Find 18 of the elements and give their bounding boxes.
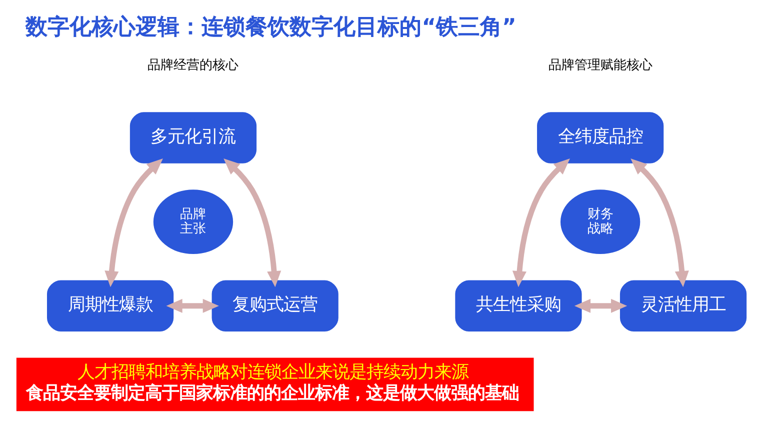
arrow [512, 158, 570, 287]
node-box: 全纬度品控 [537, 112, 664, 163]
node-box: 共生性采购 [455, 280, 582, 331]
arrow [104, 158, 163, 287]
label: 品牌经营的核心 [148, 58, 239, 73]
node-box: 复购式运营 [212, 280, 338, 331]
arrow [166, 298, 219, 312]
diagram-title: 数字化核心逻辑：连锁餐饮数字化目标的“铁三角” [26, 14, 516, 40]
arrow [630, 158, 689, 287]
node-ellipse: 品牌主张 [153, 189, 234, 254]
label: 品牌管理赋能核心 [548, 58, 652, 73]
node-box: 周期性爆款 [46, 280, 174, 331]
node-box: 灵活性用工 [620, 280, 747, 331]
node-box: 人才招聘和培养战略对连锁企业来说是持续动力来源 食品安全要制定高于国家标准的的企业标准，这是做大做强的基础 [16, 357, 534, 411]
arrow [224, 158, 282, 287]
node-ellipse: 财务战略 [560, 189, 640, 254]
arrow [574, 298, 628, 312]
node-box: 多元化引流 [130, 112, 257, 163]
